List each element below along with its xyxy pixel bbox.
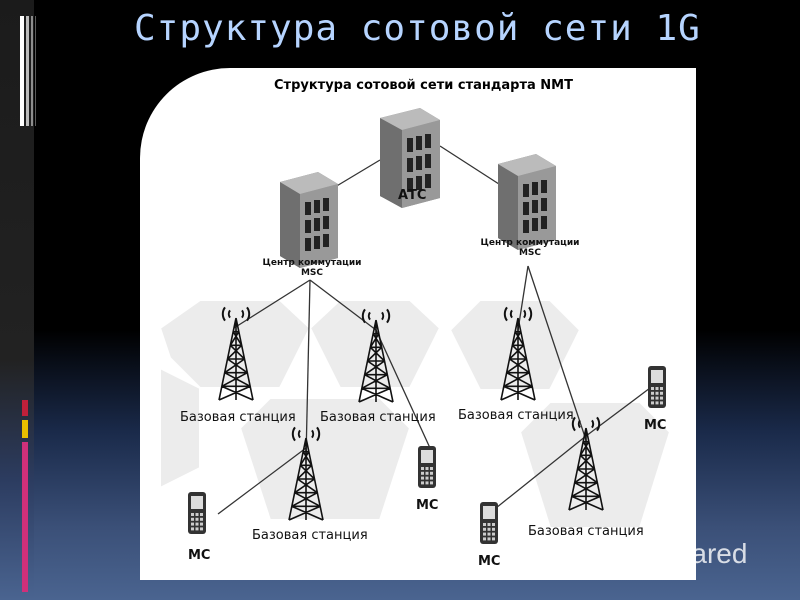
- base-station-label: Базовая станция: [528, 524, 644, 539]
- link-msc-bs3: [305, 279, 311, 459]
- mobile-phone-icon: [418, 446, 436, 488]
- base-station-label: Базовая станция: [458, 408, 574, 423]
- mobile-station-label: МС: [416, 498, 439, 513]
- cell-hexagon: [518, 401, 672, 529]
- link-msc-bs4: [517, 265, 529, 331]
- link-bs3-ms: [217, 447, 307, 515]
- diagram-panel: Структура сотовой сети стандарта NMT АТС…: [140, 68, 696, 580]
- link-msc-bs5: [527, 265, 587, 441]
- network-diagram: [158, 108, 672, 544]
- antenna-tower-icon: [218, 306, 254, 401]
- accent-bar-magenta: [22, 442, 28, 592]
- diagram-title: Структура сотовой сети стандарта NMT: [274, 78, 573, 93]
- atc-label: АТС: [398, 188, 427, 203]
- title-mark-icon: [20, 16, 36, 126]
- mobile-station-label: МС: [478, 554, 501, 569]
- mobile-phone-icon: [648, 366, 666, 408]
- msc-left-label-line1: Центр коммутации: [262, 258, 362, 268]
- mobile-station-label: МС: [644, 418, 667, 433]
- msc-left-label-line2: MSC: [300, 268, 324, 278]
- cell-hexagon: [158, 299, 312, 389]
- antenna-tower-icon: [500, 306, 536, 401]
- mobile-phone-icon: [480, 502, 498, 544]
- mobile-phone-icon: [188, 492, 206, 534]
- msc-right-label-line2: MSC: [518, 248, 542, 258]
- link-bs2-ms: [375, 329, 431, 449]
- base-station-label: Базовая станция: [320, 410, 436, 425]
- antenna-tower-icon: [358, 308, 394, 403]
- msc-left-server-icon: [280, 172, 338, 268]
- msc-right-server-icon: [498, 154, 556, 250]
- cell-hexagon: [159, 366, 201, 490]
- antenna-tower-icon: [288, 426, 324, 521]
- watermark-text: yShared: [612, 538, 748, 569]
- atc-server-icon: [380, 108, 440, 208]
- slide-title: Структура сотовой сети 1G: [134, 8, 701, 49]
- accent-bar-red: [22, 400, 28, 416]
- link-bs5-ms2: [495, 435, 587, 509]
- msc-right-label-line1: Центр коммутации: [480, 238, 580, 248]
- accent-bar-yellow: [22, 420, 28, 438]
- antenna-tower-icon: [568, 416, 604, 511]
- msc-left-label: Центр коммутации MSC: [252, 258, 372, 278]
- base-station-label: Базовая станция: [180, 410, 296, 425]
- link-atc-msc: [439, 145, 503, 187]
- mobile-station-label: МС: [188, 548, 211, 563]
- base-station-label: Базовая станция: [252, 528, 368, 543]
- cell-hexagon: [238, 397, 412, 521]
- link-bs5-ms: [585, 387, 651, 437]
- watermark-logo-icon: [613, 543, 637, 567]
- msc-right-label: Центр коммутации MSC: [470, 238, 590, 258]
- cell-hexagon: [308, 299, 442, 389]
